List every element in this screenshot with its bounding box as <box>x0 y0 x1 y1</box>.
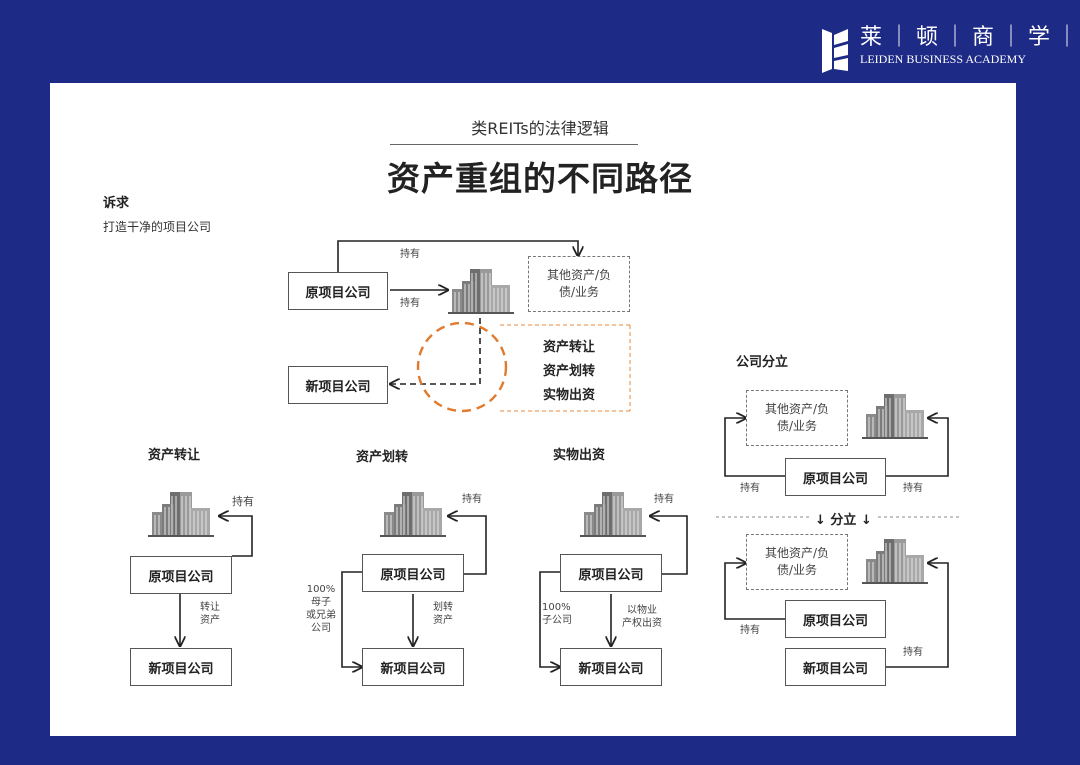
building-icon-allocation <box>380 491 446 538</box>
highlight-circle <box>416 321 508 413</box>
transfer-new-company-box: 新项目公司 <box>130 648 232 686</box>
brand-logo: 莱｜顿｜商｜学｜院 LEIDEN BUSINESS ACADEMY <box>820 25 1080 75</box>
split-hold-after-right-label: 持有 <box>903 647 923 658</box>
brand-name-en: LEIDEN BUSINESS ACADEMY <box>860 52 1027 66</box>
brand-name-cn: 莱｜顿｜商｜学｜院 <box>860 25 1080 50</box>
allocation-title: 资产划转 <box>356 450 409 465</box>
top-hold-label-upper: 持有 <box>400 249 420 260</box>
split-old-company-before-box: 原项目公司 <box>785 458 886 496</box>
transfer-old-company-box: 原项目公司 <box>130 556 232 594</box>
transfer-edge-label: 转让 资产 <box>200 602 220 626</box>
allocation-edge-label: 划转 资产 <box>433 602 453 626</box>
split-new-company-after-box: 新项目公司 <box>785 648 886 686</box>
split-hold-left-label: 持有 <box>740 483 760 494</box>
contribution-side-label: 100% 子公司 <box>542 602 572 626</box>
allocation-old-company-box: 原项目公司 <box>362 554 464 592</box>
split-hold-after-left-label: 持有 <box>740 625 760 636</box>
page-title: 资产重组的不同路径 <box>387 159 693 198</box>
subtitle: 类REITs的法律逻辑 <box>471 119 609 138</box>
split-title: 公司分立 <box>736 355 789 370</box>
split-other-assets-before-box: 其他资产/负 债/业务 <box>746 390 848 446</box>
method-asset-transfer: 资产转让 <box>543 340 596 355</box>
building-icon-top <box>448 268 514 315</box>
contribution-old-company-box: 原项目公司 <box>560 554 662 592</box>
top-old-company-box: 原项目公司 <box>288 272 388 310</box>
contribution-title: 实物出资 <box>553 448 606 463</box>
goal-text: 打造干净的项目公司 <box>103 220 212 234</box>
building-icon-split-after <box>862 538 928 585</box>
top-new-company-box: 新项目公司 <box>288 366 388 404</box>
goal-heading: 诉求 <box>103 196 130 211</box>
building-icon-transfer <box>148 491 214 538</box>
allocation-hold-label: 持有 <box>462 494 482 505</box>
split-old-company-after-box: 原项目公司 <box>785 600 886 638</box>
transfer-hold-label: 持有 <box>232 495 254 508</box>
top-other-assets-box: 其他资产/负 债/业务 <box>528 256 630 312</box>
title-divider <box>390 144 638 145</box>
split-divider-label: ↓ 分立 ↓ <box>815 513 872 528</box>
top-hold-label-lower: 持有 <box>400 298 420 309</box>
split-other-assets-after-box: 其他资产/负 债/业务 <box>746 534 848 590</box>
contribution-edge-label: 以物业 产权出资 <box>622 605 662 629</box>
method-asset-allocation: 资产划转 <box>543 364 596 379</box>
contribution-hold-label: 持有 <box>654 494 674 505</box>
building-icon-contribution <box>580 491 646 538</box>
allocation-new-company-box: 新项目公司 <box>362 648 464 686</box>
allocation-side-label: 100% 母子 或兄弟 公司 <box>306 584 336 634</box>
method-in-kind-contribution: 实物出资 <box>543 388 596 403</box>
split-hold-right-label: 持有 <box>903 483 923 494</box>
leiden-logo-icon <box>822 29 848 73</box>
contribution-new-company-box: 新项目公司 <box>560 648 662 686</box>
building-icon-split-before <box>862 393 928 440</box>
transfer-title: 资产转让 <box>148 448 201 463</box>
